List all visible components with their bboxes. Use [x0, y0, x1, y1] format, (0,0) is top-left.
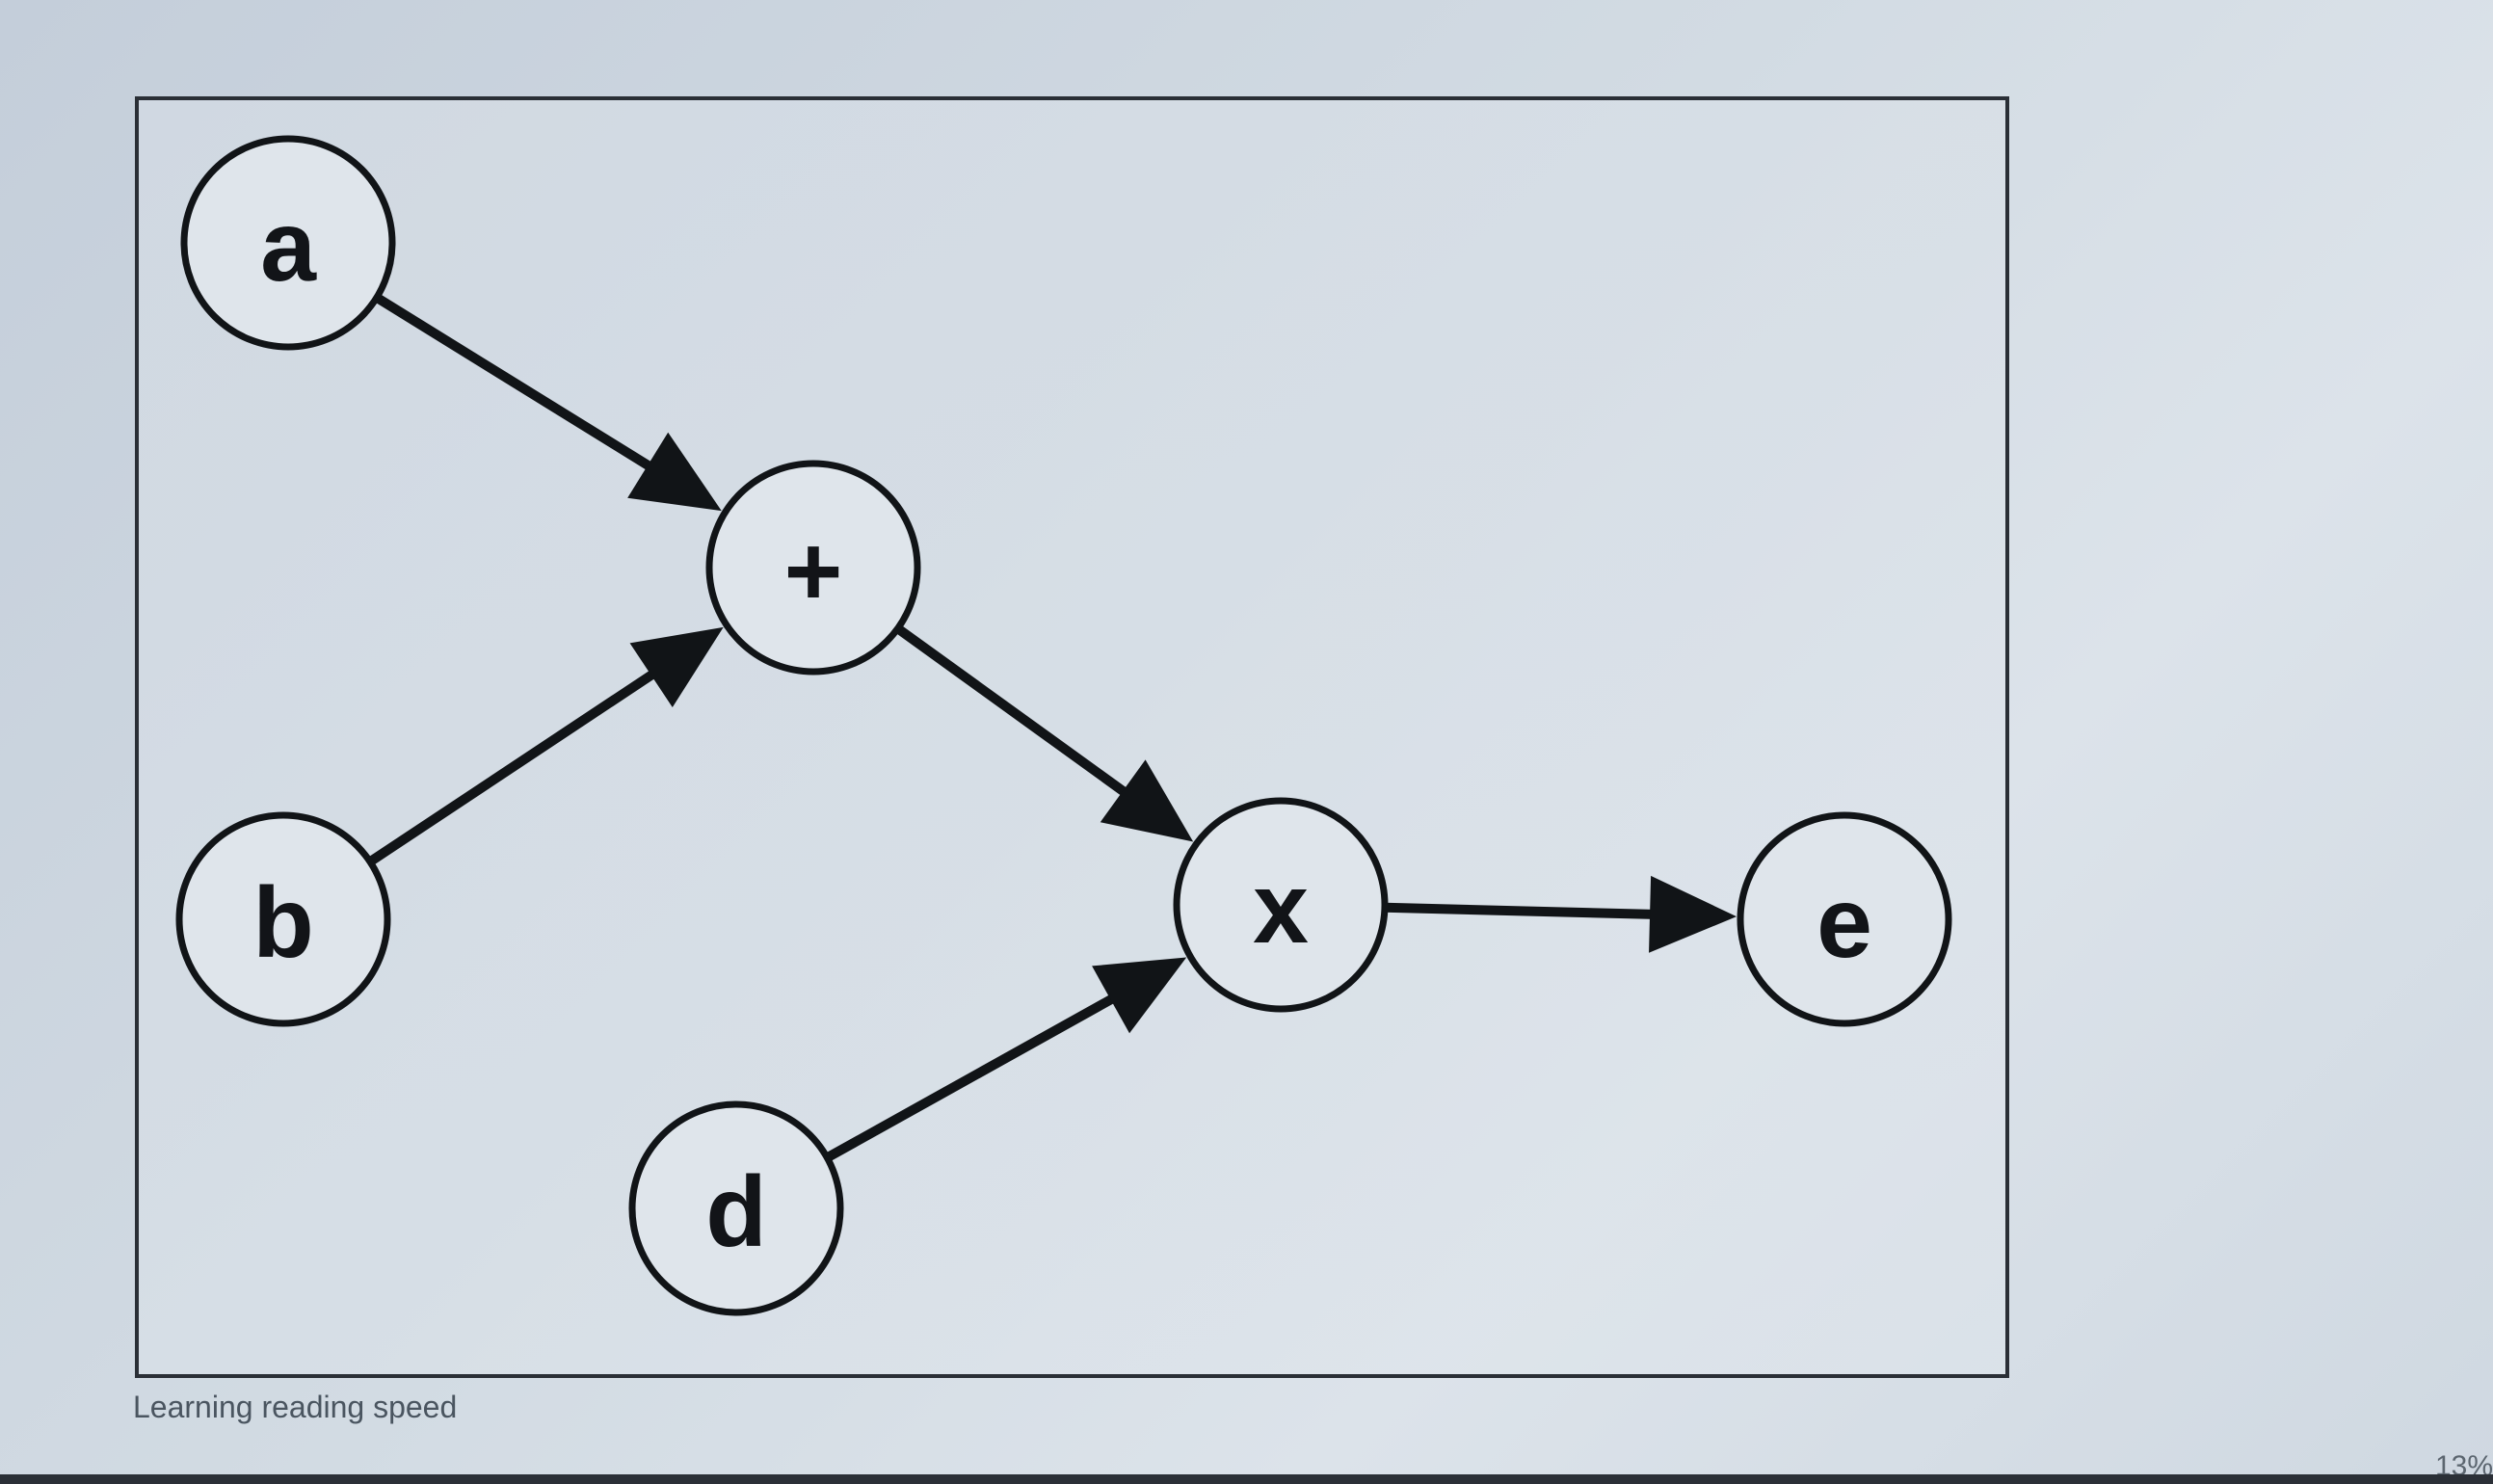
caption: Learning reading speed: [133, 1390, 458, 1424]
edge-plus-to-mult: [894, 624, 1129, 798]
node-plus-label: +: [784, 516, 843, 627]
node-mult-label: x: [1253, 853, 1309, 965]
arrowhead-a-to-plus: [627, 432, 722, 512]
node-e-label: e: [1817, 867, 1872, 979]
edge-b-to-plus: [367, 669, 657, 866]
edge-d-to-mult: [824, 994, 1117, 1162]
node-a-label: a: [260, 191, 317, 303]
node-d-label: d: [705, 1156, 767, 1268]
edges-layer: [367, 293, 1737, 1162]
node-a: a: [180, 135, 396, 351]
node-e-circle: [1737, 811, 1952, 1027]
node-plus-circle: [705, 460, 921, 676]
node-d-circle: [628, 1100, 844, 1316]
node-plus: +: [705, 460, 921, 676]
node-mult: x: [1173, 797, 1389, 1013]
diagram-frame: a b + d x e: [135, 96, 2009, 1378]
node-mult-circle: [1173, 797, 1389, 1013]
arrowhead-b-to-plus: [629, 626, 724, 708]
node-b-circle: [175, 811, 391, 1027]
node-d: d: [628, 1100, 844, 1316]
arrowhead-d-to-mult: [1092, 957, 1187, 1034]
node-b: b: [175, 811, 391, 1027]
arrowhead-mult-to-e: [1649, 875, 1737, 953]
node-b-label: b: [252, 867, 314, 979]
bottom-bar: [0, 1474, 2493, 1484]
diagram-canvas: a b + d x e: [175, 135, 1952, 1316]
node-e: e: [1737, 811, 1952, 1027]
edge-a-to-plus: [374, 293, 654, 472]
arrowhead-plus-to-mult: [1100, 759, 1194, 842]
node-a-circle: [180, 135, 396, 351]
nodes-layer: a b + d x e: [175, 135, 1952, 1316]
edge-mult-to-e: [1384, 902, 1655, 919]
